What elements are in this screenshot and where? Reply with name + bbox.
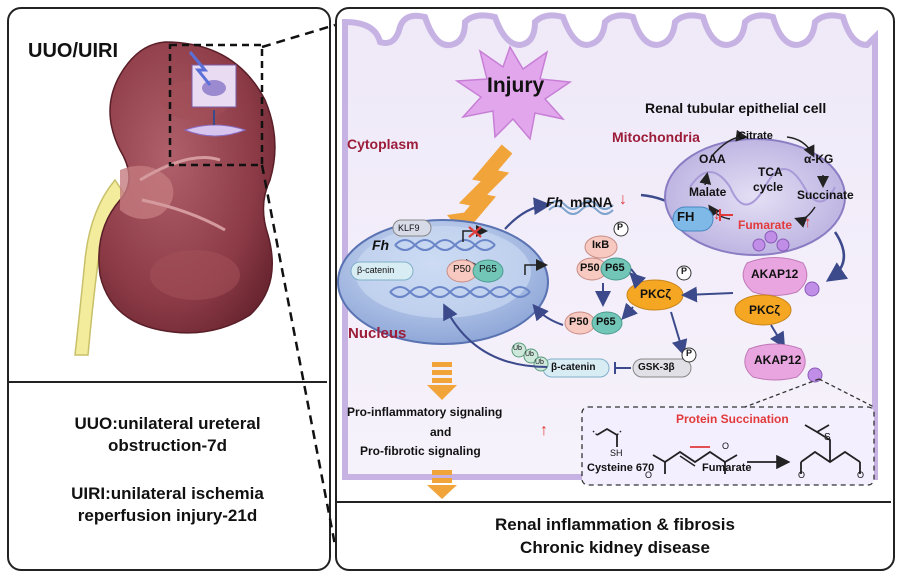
- mrna-label: mRNA: [570, 194, 613, 210]
- sig-ub-1: Ub: [513, 345, 522, 352]
- mrna-gene: Fh: [546, 194, 564, 210]
- succination-title: Protein Succination: [676, 412, 789, 426]
- nuclear-p65: P65: [479, 264, 497, 275]
- tca-fumarate: Fumarate: [738, 218, 793, 232]
- right-panel-divider: [337, 501, 891, 503]
- sig-akap12-top: AKAP12: [751, 267, 799, 281]
- nuclear-p50: P50: [453, 264, 471, 275]
- nuclear-fh-gene: Fh: [372, 237, 390, 253]
- sig-p65-b: P65: [596, 316, 616, 328]
- sig-p-ikb: P: [617, 222, 624, 232]
- tca-succinate: Succinate: [797, 188, 854, 202]
- succination-cysteine: Cysteine 670: [587, 462, 655, 474]
- sig-gsk3b: GSK-3β: [638, 362, 675, 373]
- outcome-arrow: ↑: [540, 422, 548, 439]
- note-uuo-line1: UUO:unilateral ureteral: [74, 414, 261, 433]
- tca-fh: FH: [677, 209, 695, 224]
- tca-akg: α-KG: [804, 152, 834, 166]
- outcome-line1: Pro-inflammatory signaling: [347, 405, 503, 419]
- sig-p-gsk3b: P: [686, 348, 693, 358]
- tca-center-1: TCA: [758, 165, 783, 179]
- succination-o-3: O: [798, 470, 806, 480]
- sig-pkcz-right: PKCζ: [749, 303, 780, 317]
- nucleus-label: Nucleus: [348, 325, 407, 342]
- succination-s: S: [824, 432, 831, 443]
- nuclear-klf9: KLF9: [398, 223, 420, 233]
- tca-fumarate-arrow: ↑: [804, 214, 812, 231]
- left-panel-divider: [9, 381, 327, 383]
- tca-fh-arrow: ↓: [713, 206, 721, 223]
- nuclear-beta-catenin: β-catenin: [357, 265, 395, 275]
- outcome-line3: Pro-fibrotic signaling: [360, 444, 481, 458]
- sig-p-pkcz: P: [681, 266, 688, 276]
- cell-title: Renal tubular epithelial cell: [645, 100, 827, 116]
- sig-ub-2: Ub: [525, 351, 534, 358]
- mitochondria-label: Mitochondria: [612, 129, 700, 145]
- succination-fumarate: Fumarate: [702, 462, 752, 474]
- succination-o-2: O: [722, 441, 730, 451]
- note-uiri-line1: UIRI:unilateral ischemia: [71, 484, 264, 503]
- sig-beta-catenin: β-catenin: [551, 362, 596, 373]
- tca-oaa: OAA: [699, 152, 726, 166]
- succination-o-1: O: [645, 470, 653, 480]
- mrna-arrow: ↓: [619, 191, 627, 208]
- sig-p65-a: P65: [605, 262, 625, 274]
- bottom-line1: Renal inflammation & fibrosis: [495, 515, 735, 534]
- model-label: UUO/UIRI: [28, 40, 118, 62]
- sig-akap12-bottom: AKAP12: [754, 353, 802, 367]
- cell-diagram: [337, 12, 878, 499]
- sig-ikb: IκB: [592, 239, 610, 251]
- succination-o-4: O: [857, 470, 865, 480]
- succination-sh: SH: [610, 448, 623, 458]
- sig-pkcz-left: PKCζ: [640, 287, 671, 301]
- sig-p50-b: P50: [569, 316, 589, 328]
- tca-center-2: cycle: [753, 180, 784, 194]
- tca-malate: Malate: [689, 185, 727, 199]
- injury-label: Injury: [487, 74, 545, 97]
- sig-p50-a: P50: [580, 262, 600, 274]
- bottom-line2: Chronic kidney disease: [520, 538, 710, 557]
- cytoplasm-label: Cytoplasm: [347, 136, 419, 152]
- outcome-line2: and: [430, 425, 452, 439]
- note-uiri-line2: reperfusion injury-21d: [77, 506, 258, 525]
- sig-ub-3: Ub: [535, 359, 544, 366]
- kidney-illustration: [74, 41, 276, 356]
- tca-citrate: Citrate: [738, 130, 773, 142]
- note-uuo-line2: obstruction-7d: [108, 436, 227, 455]
